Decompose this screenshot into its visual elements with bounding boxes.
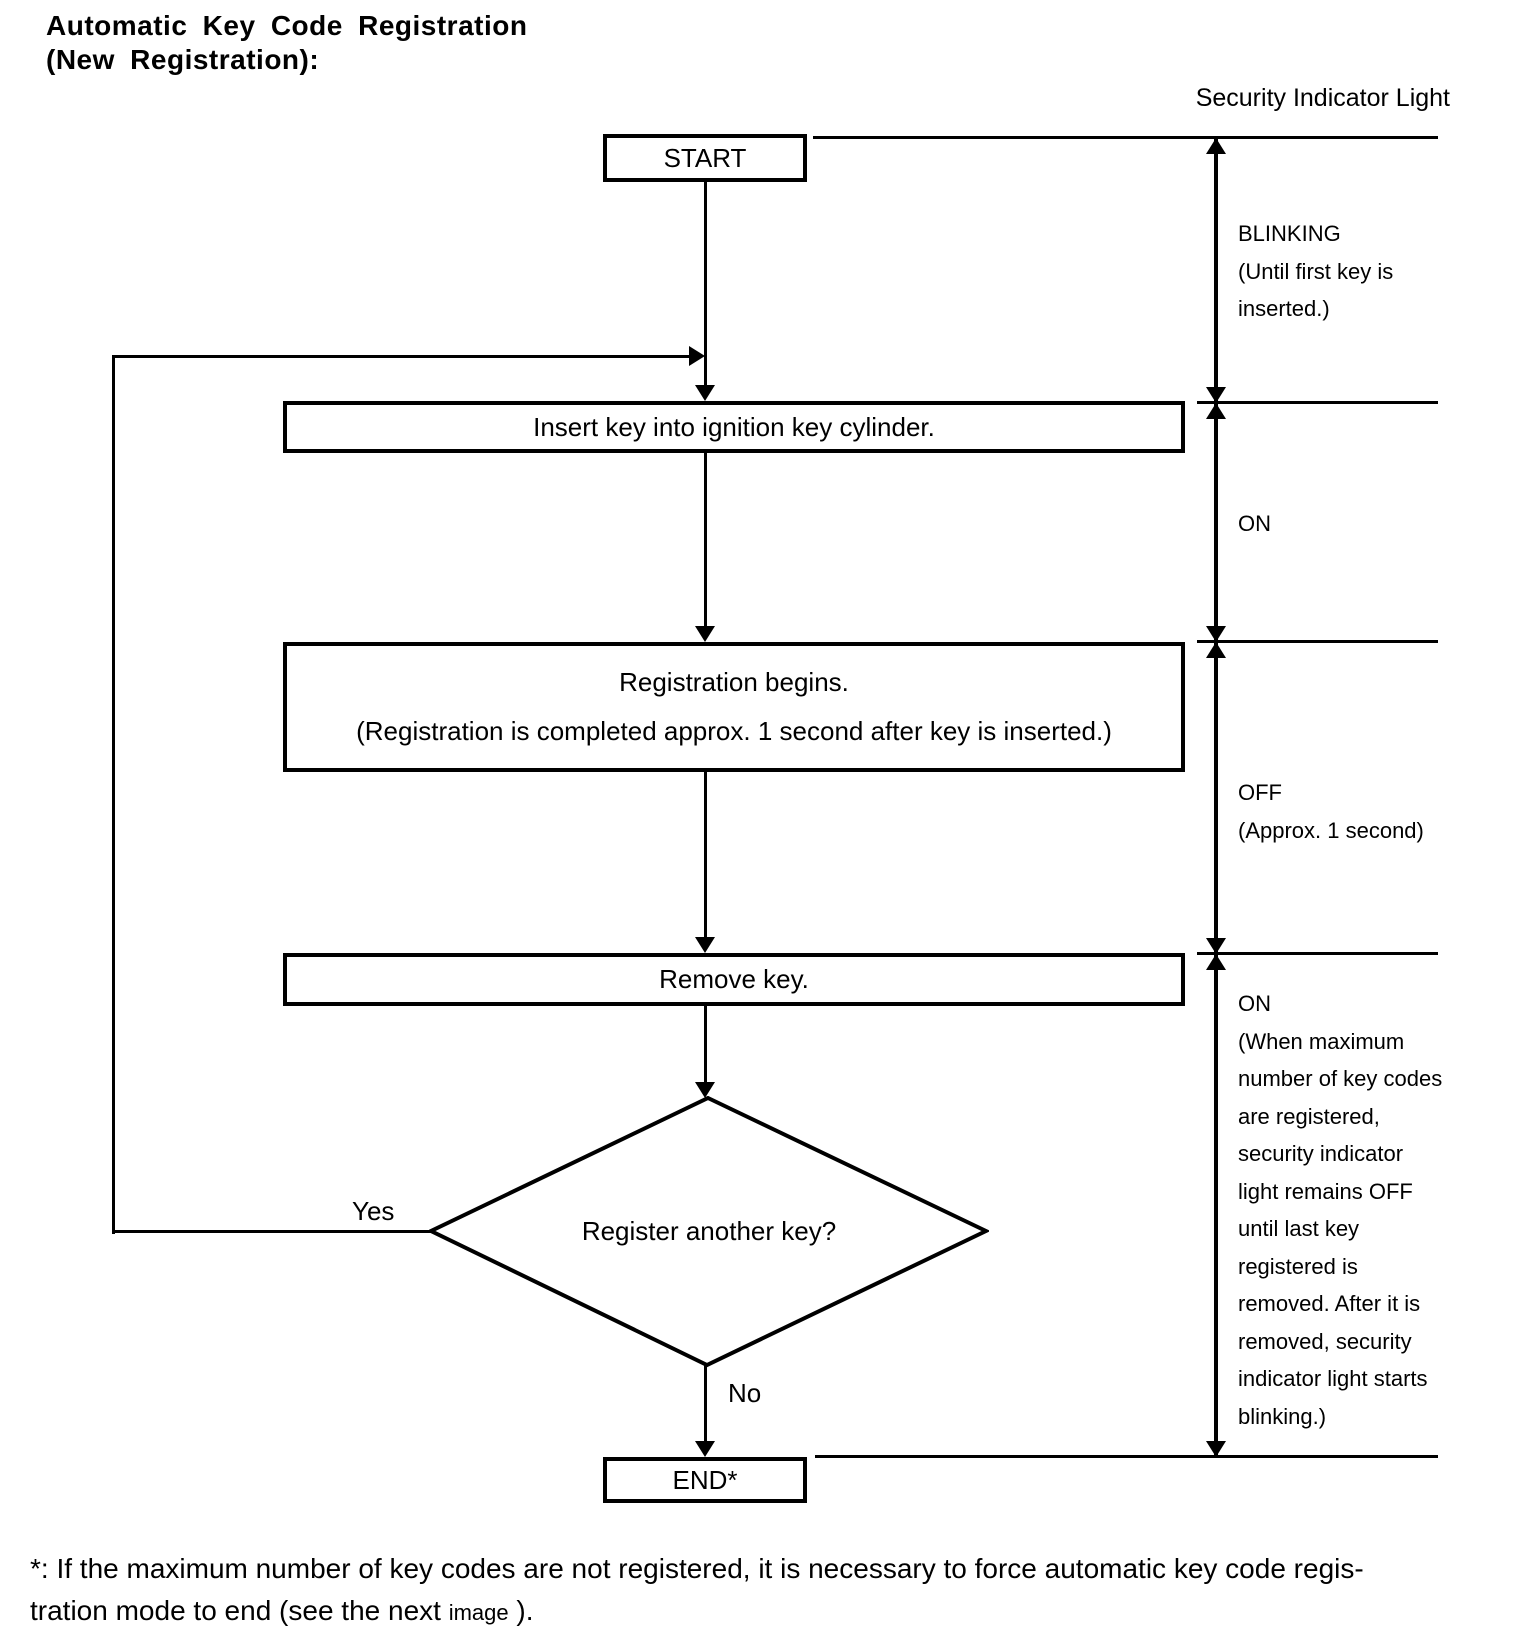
page-title-line1: Automatic Key Code Registration: [46, 10, 528, 41]
arrowhead-up-icon: [1206, 642, 1226, 658]
decision-diamond-shape: [429, 1096, 989, 1368]
process-insert-key-label: Insert key into ignition key cylinder.: [533, 411, 935, 442]
process-registration-label-line2: (Registration is completed approx. 1 sec…: [356, 716, 1112, 746]
process-remove-key-label: Remove key.: [659, 964, 809, 994]
state-on-max-line7: until last key: [1238, 1216, 1360, 1241]
arrowhead-up-icon: [1206, 403, 1226, 419]
arrowhead-down-icon: [1206, 626, 1226, 642]
state-blinking-line1: BLINKING: [1238, 221, 1341, 246]
state-on-max-label: ON (When maximum number of key codes are…: [1238, 985, 1442, 1435]
state-on-max-line11: indicator light starts: [1238, 1366, 1428, 1391]
arrowhead-up-icon: [1206, 954, 1226, 970]
timeline-rule-3: [1197, 640, 1438, 643]
branch-yes-label: Yes: [352, 1196, 395, 1226]
end-node: END*: [603, 1457, 807, 1503]
start-label: START: [663, 142, 747, 173]
state-on-line1: ON: [1238, 511, 1271, 536]
state-on-max-line8: registered is: [1238, 1253, 1358, 1279]
arrowhead-down-icon: [695, 1441, 715, 1457]
arrowhead-down-icon: [1206, 1441, 1226, 1457]
yes-return-top-line: [112, 355, 689, 358]
footnote: *: If the maximum number of key codes ar…: [30, 1548, 1364, 1634]
state-on-max-line6: light remains OFF: [1238, 1178, 1413, 1204]
security-indicator-light-header: Security Indicator Light: [1195, 84, 1450, 112]
end-label: END*: [672, 1464, 738, 1495]
state-on-max-line2: (When maximum: [1238, 1028, 1405, 1054]
arrowhead-down-icon: [1206, 387, 1226, 403]
process-registration-label-line1: Registration begins.: [619, 667, 849, 697]
state-on-label: ON: [1238, 505, 1271, 543]
state-on-max-line10: removed, security: [1238, 1328, 1412, 1354]
flow-connector-start-insert: [704, 180, 707, 387]
state-off-line2: (Approx. 1 second): [1238, 817, 1424, 843]
yes-return-vertical-line: [112, 355, 115, 1234]
flow-connector-remove-decision: [704, 1006, 707, 1082]
arrowhead-down-icon: [695, 385, 715, 401]
flow-connector-insert-registration: [704, 453, 707, 626]
decision-register-another-label: Register another key?: [581, 1216, 837, 1246]
branch-no-label: No: [728, 1378, 762, 1408]
flow-connector-decision-end: [704, 1365, 707, 1441]
state-blinking-label: BLINKING (Until first key is inserted.): [1238, 215, 1393, 328]
timeline-rule-5: [815, 1455, 1438, 1458]
flow-connector-registration-remove: [704, 772, 707, 937]
state-on-max-line1: ON: [1238, 991, 1271, 1016]
footnote-line2: tration mode to end (see the next image …: [30, 1590, 1364, 1634]
state-blinking-line2: (Until first key is: [1238, 258, 1394, 284]
arrowhead-right-icon: [689, 346, 705, 366]
footnote-line2-word: image: [448, 1600, 509, 1625]
footnote-line2-end: ).: [508, 1595, 534, 1626]
state-on-max-line9: removed. After it is: [1238, 1291, 1421, 1316]
state-on-max-line3: number of key codes: [1238, 1066, 1443, 1091]
state-on-max-line4: are registered,: [1238, 1103, 1380, 1129]
arrowhead-down-icon: [1206, 938, 1226, 954]
arrowhead-down-icon: [695, 1082, 715, 1098]
state-off-label: OFF (Approx. 1 second): [1238, 774, 1424, 849]
state-off-line1: OFF: [1238, 780, 1282, 805]
state-on-max-line5: security indicator: [1238, 1141, 1404, 1166]
process-insert-key: Insert key into ignition key cylinder.: [283, 401, 1185, 453]
timeline-rule-2: [1197, 401, 1438, 404]
start-node: START: [603, 134, 807, 182]
footnote-line2-start: tration mode to end (see the next: [30, 1595, 449, 1626]
indicator-timeline-line: [1214, 138, 1218, 1457]
state-on-max-line12: blinking.): [1238, 1403, 1327, 1429]
footnote-line1: *: If the maximum number of key codes ar…: [30, 1553, 1364, 1584]
page-title-line2: (New Registration):: [46, 44, 320, 75]
timeline-rule-4: [1197, 952, 1438, 955]
arrowhead-up-icon: [1206, 138, 1226, 154]
arrowhead-down-icon: [695, 937, 715, 953]
state-blinking-line3: inserted.): [1238, 296, 1330, 321]
process-remove-key: Remove key.: [283, 953, 1185, 1006]
timeline-rule-1: [813, 136, 1438, 139]
yes-return-bottom-line: [112, 1230, 435, 1233]
process-registration: Registration begins. (Registration is co…: [283, 642, 1185, 772]
arrowhead-down-icon: [695, 626, 715, 642]
